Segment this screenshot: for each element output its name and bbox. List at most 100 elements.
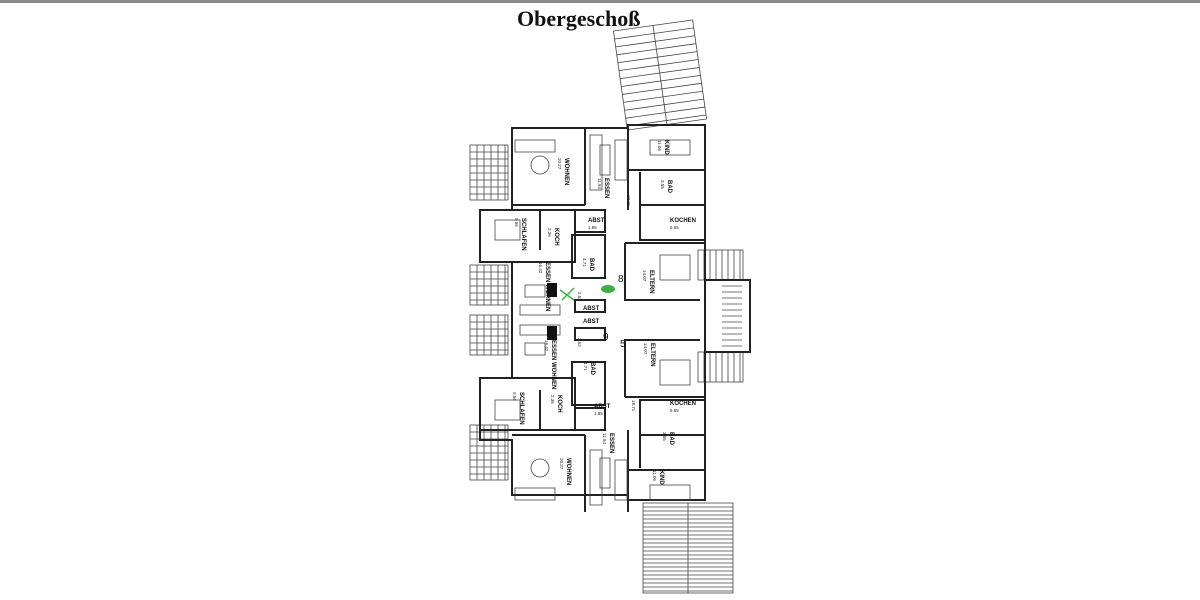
room-name: ESSEN WOHNEN (544, 262, 550, 311)
room-label: 2.52 (577, 338, 582, 347)
room-area: 2.52 (577, 338, 582, 347)
room-area: 9.56 (512, 392, 517, 401)
room-name: ABST (594, 404, 611, 410)
room-name: KIND (658, 470, 664, 485)
interior-wall (624, 242, 705, 301)
room-area: 9.56 (514, 218, 519, 227)
room-name: ESSEN (608, 433, 614, 453)
furniture (589, 134, 603, 191)
interior-wall (574, 299, 606, 313)
room-area: 11.94 (597, 178, 602, 189)
balcony (469, 314, 509, 356)
room-name: KOCHEN (670, 218, 696, 224)
furniture (519, 304, 561, 316)
marker-5: 5 (620, 339, 626, 350)
room-name: ESSEN (603, 178, 609, 198)
interior-wall (512, 434, 586, 512)
room-area: 2.36 (550, 395, 555, 404)
furniture (649, 484, 691, 501)
room-area: 18.71 (631, 400, 636, 412)
room-name: ESSEN WOHNEN (550, 340, 556, 389)
interior-wall (512, 128, 586, 206)
room-label: ABST (583, 306, 600, 312)
room-name: SCHLAFEN (518, 392, 524, 425)
carport-beam (652, 25, 668, 125)
furniture (614, 139, 628, 181)
interior-wall (627, 430, 705, 512)
dining-table (599, 144, 611, 176)
room-area: 3.55 (662, 432, 667, 441)
interior-wall (624, 339, 705, 398)
room-area: 14.07 (643, 343, 648, 355)
room-area: 4.71 (582, 258, 587, 267)
interior-wall (571, 361, 606, 406)
room-area: 6.55 (670, 408, 679, 413)
furniture (649, 139, 691, 156)
room-label: 18.71 (626, 195, 631, 207)
furniture (494, 219, 521, 241)
dining-table (599, 457, 611, 489)
interior-wall (639, 172, 705, 241)
interior-wall (627, 128, 705, 210)
room-name: ABST (583, 319, 600, 325)
room-area: 3.55 (660, 180, 665, 189)
furniture (524, 284, 546, 298)
room-name: KOCH (553, 228, 559, 246)
room-name: WOHNEN (563, 158, 569, 185)
furniture (659, 359, 691, 386)
furniture-dark (547, 283, 557, 297)
room-name: WOHNEN (565, 458, 571, 485)
room-area: 11.06 (652, 470, 657, 481)
room-name: KOCH (556, 395, 562, 413)
interior-wall (575, 407, 606, 431)
room-area: 20.27 (559, 458, 564, 470)
furniture (589, 449, 603, 506)
building-outline (469, 19, 751, 594)
room-area: 6.55 (670, 225, 679, 230)
furniture-dark (547, 326, 557, 340)
room-name: ABST (583, 306, 600, 312)
interior-wall (575, 209, 606, 233)
room-area: 20.27 (557, 158, 562, 170)
exterior-wall (479, 124, 706, 501)
interior-wall (571, 234, 606, 279)
balcony (469, 144, 509, 201)
marker-9: 9 (603, 332, 609, 343)
interior-wall (574, 327, 606, 341)
interior-wall (480, 209, 576, 263)
room-area: 16.42 (544, 340, 549, 352)
room-area: 2.52 (577, 292, 582, 301)
room-area: 4.71 (583, 362, 588, 371)
room-name: BAD (666, 180, 672, 194)
balcony (469, 264, 509, 306)
furniture (514, 139, 556, 153)
balcony (469, 424, 509, 481)
room-name: BAD (668, 432, 674, 446)
room-labels: WOHNEN20.27ESSEN11.94KIND11.06BAD3.55KOC… (512, 140, 696, 485)
furniture (524, 342, 546, 356)
interior-wall (639, 399, 705, 468)
room-area: 18.71 (626, 195, 631, 207)
room-area: 11.94 (602, 433, 607, 444)
room-label: ABST (583, 319, 600, 325)
